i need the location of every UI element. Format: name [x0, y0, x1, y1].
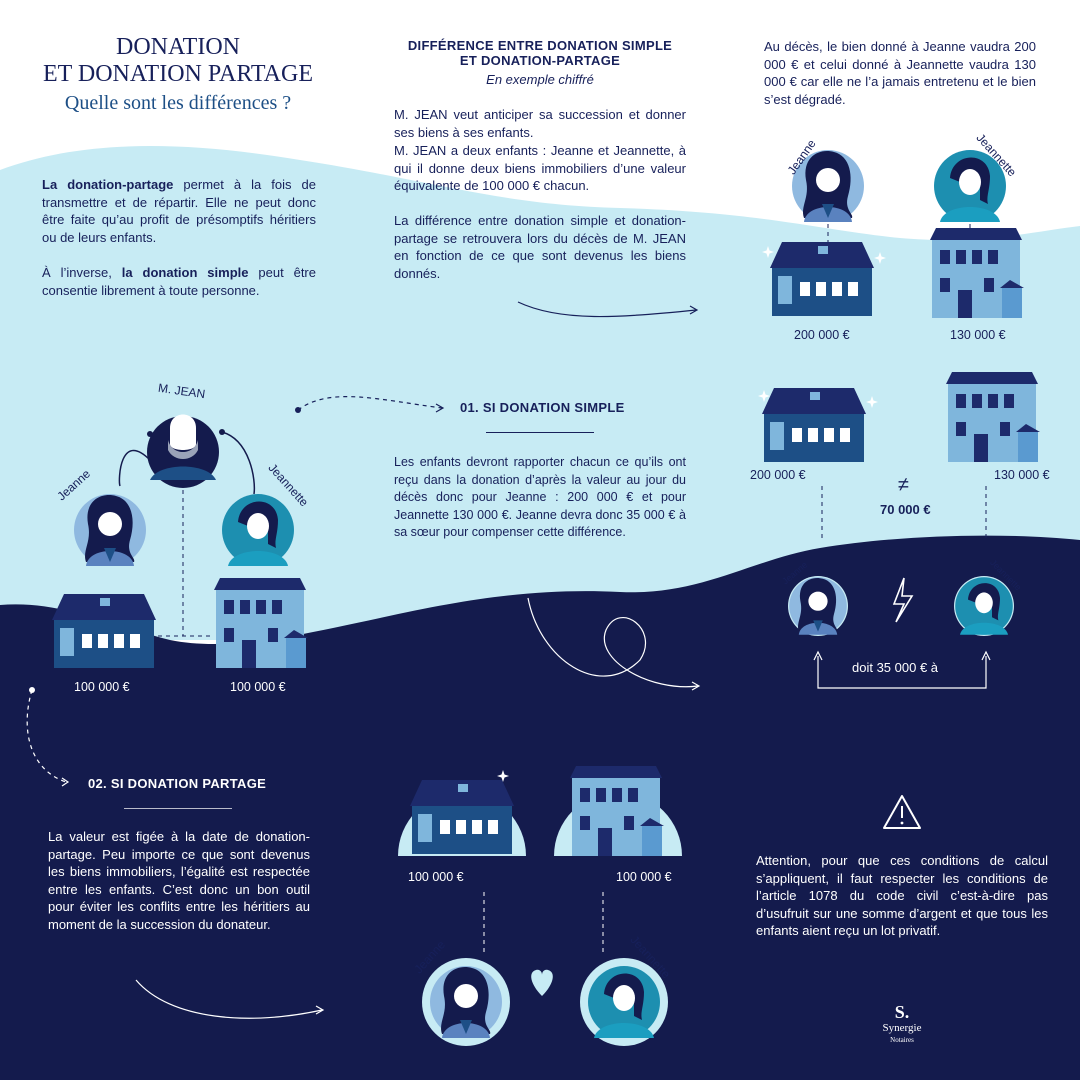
simple-difference-amount: 70 000 €	[880, 502, 931, 517]
page-title: DONATION ET DONATION PARTAGE	[40, 34, 316, 88]
house-jeanne-partage	[410, 780, 514, 854]
intro-text-1: permet à la fois de transmettre et de ré…	[42, 177, 317, 245]
jeannette-avatar-family	[222, 494, 294, 566]
arrow-curve-bottom	[135, 979, 323, 1019]
simple-price-right: 130 000 €	[994, 468, 1050, 482]
warning-text: Attention, pour que ces conditions de ca…	[756, 853, 1048, 938]
simple-heading: 01. SI DONATION SIMPLE	[460, 400, 625, 415]
sparkle-icon	[758, 390, 770, 402]
intro-text-2a: À l’inverse,	[42, 265, 122, 280]
simple-text: Les enfants devront rapporter chacun ce …	[394, 455, 686, 539]
intro-bold-1: La donation-partage	[42, 177, 174, 192]
difference-paragraph-3: La différence entre donation simple et d…	[394, 213, 686, 281]
title-line-1: DONATION	[116, 34, 240, 60]
difference-paragraph-2: M. JEAN a deux enfants : Jeanne et Jeann…	[394, 143, 686, 193]
house-jeannette-top	[930, 228, 1024, 318]
logo-mark: S.	[894, 1002, 910, 1022]
title-line-2: ET DONATION PARTAGE	[43, 61, 313, 87]
sparkle-icon	[866, 396, 878, 408]
top-price-jeannette: 130 000 €	[950, 328, 1006, 342]
house-jeannette-partage	[570, 766, 664, 856]
house-jeanne-top	[770, 242, 874, 316]
synergie-logo: S. Synergie Notaires	[864, 1002, 940, 1045]
house-jeannette-family	[214, 578, 308, 668]
sparkle-icon	[762, 246, 774, 258]
partage-price-left: 100 000 €	[408, 870, 464, 884]
death-note: Au décès, le bien donné à Jeanne vaudra …	[764, 39, 1036, 107]
simple-heading-rule	[486, 432, 594, 433]
partage-heading-rule	[124, 808, 232, 809]
family-price-right: 100 000 €	[230, 680, 286, 694]
heart-icon	[531, 969, 553, 996]
house-jeannette-simple	[946, 372, 1040, 462]
lightning-icon	[892, 577, 914, 623]
partage-price-right: 100 000 €	[616, 870, 672, 884]
sparkle-icon	[874, 252, 886, 264]
difference-paragraph-1: M. JEAN veut anticiper sa succession et …	[394, 107, 686, 140]
intro-paragraph-2: À l’inverse, la donation simple peut êtr…	[42, 264, 316, 299]
difference-heading-line-2: ET DONATION-PARTAGE	[459, 53, 621, 68]
partage-scene	[398, 766, 682, 1046]
logo-name: Synergie	[882, 1022, 922, 1034]
intro-text-2b: peut être consentie librement à toute pe…	[42, 265, 316, 298]
warning-icon	[883, 795, 921, 829]
top-right-scene	[762, 150, 1024, 318]
dashed-arrow-simple	[297, 396, 443, 411]
difference-heading-line-1: DIFFÉRENCE ENTRE DONATION SIMPLE	[407, 38, 673, 53]
page-subtitle: Quelle sont les différences ?	[64, 92, 292, 114]
family-price-left: 100 000 €	[74, 680, 130, 694]
difference-heading: DIFFÉRENCE ENTRE DONATION SIMPLE ET DONA…	[394, 38, 686, 68]
dashed-arrow-partage	[26, 689, 67, 783]
intro-paragraph-1: La donation-partage permet à la fois de …	[42, 176, 316, 246]
partage-text: La valeur est figée à la date de donatio…	[48, 829, 310, 932]
jeanne-avatar-family	[74, 494, 146, 566]
house-jeanne-simple	[762, 388, 866, 462]
simple-donation-scene	[758, 372, 1040, 689]
top-price-jeanne: 200 000 €	[794, 328, 850, 342]
loop-arrow	[527, 597, 699, 688]
family-tree	[52, 414, 308, 668]
difference-subheading: En exemple chiffré	[486, 72, 594, 87]
logo-sub: Notaires	[890, 1036, 914, 1044]
partage-heading: 02. SI DONATION PARTAGE	[88, 776, 267, 791]
navy-wave	[0, 535, 1080, 1080]
house-jeanne-family	[52, 594, 156, 668]
not-equal-sign: ≠	[898, 474, 909, 496]
intro-bold-2: la donation simple	[121, 265, 249, 280]
simple-owes-label: doit 35 000 € à	[852, 660, 939, 675]
simple-price-left: 200 000 €	[750, 468, 806, 482]
arrow-curve-top	[517, 301, 697, 318]
